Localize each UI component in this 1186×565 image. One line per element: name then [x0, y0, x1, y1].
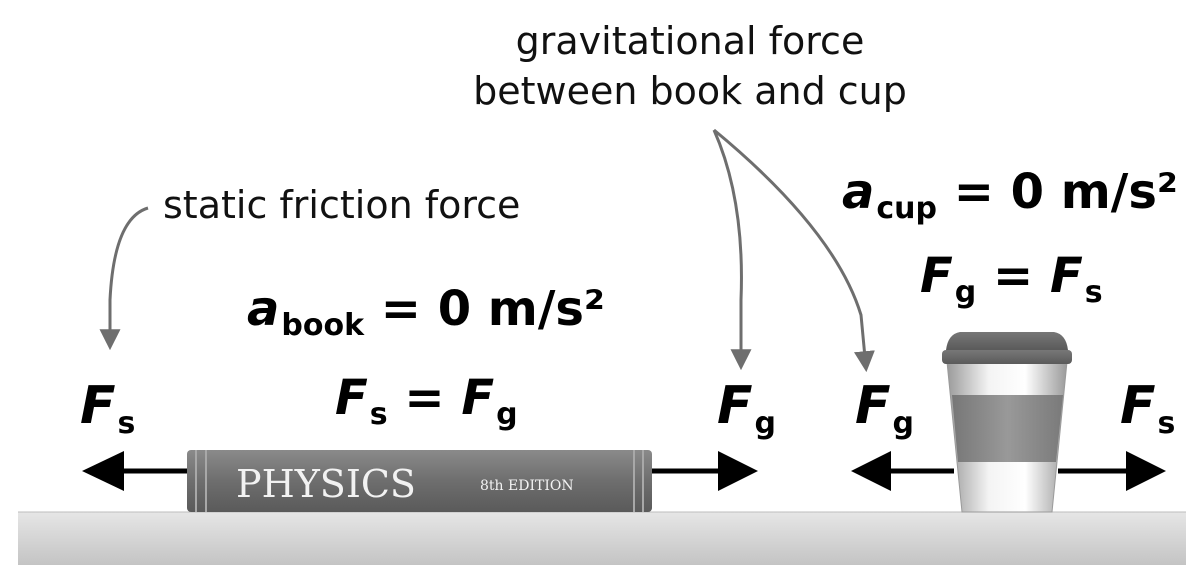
book-balance-left-sub: s	[369, 397, 388, 432]
cup-left-force-arrow	[851, 451, 954, 491]
book-right-force-sub: g	[754, 406, 777, 441]
cup-balance-right-sub: s	[1084, 275, 1103, 310]
cup-left-force-label: Fg	[855, 380, 914, 439]
gravity-annotation-line1: gravitational force	[515, 19, 865, 63]
book-accel-symbol: a	[247, 281, 280, 337]
physics-book: PHYSICS 8th EDITION	[187, 450, 652, 512]
book-balance-op: =	[404, 370, 445, 426]
book-right-force-symbol: F	[717, 376, 753, 436]
cup-force-balance: Fg = Fs	[920, 252, 1103, 308]
cup-right-force-sub: s	[1157, 406, 1176, 441]
gravity-pointer-arrow-book	[712, 129, 752, 371]
book-accel-sub: book	[281, 308, 365, 343]
cup-acceleration: acup = 0 m/s²	[842, 168, 1178, 224]
friction-annotation: static friction force	[163, 183, 521, 227]
cup-balance-right: F	[1049, 248, 1083, 304]
book-accel-rhs: = 0 m/s²	[380, 281, 605, 337]
gravity-pointer-arrow-cup	[713, 128, 875, 373]
gravity-annotation-line2: between book and cup	[473, 69, 907, 113]
cup-left-force-symbol: F	[855, 376, 891, 436]
coffee-cup	[942, 332, 1072, 513]
table-surface	[18, 512, 1186, 565]
cup-accel-sub: cup	[876, 191, 938, 226]
book-right-force-arrow	[652, 451, 758, 491]
cup-accel-symbol: a	[842, 164, 875, 220]
cup-accel-rhs: = 0 m/s²	[953, 164, 1178, 220]
book-balance-left: F	[335, 370, 368, 426]
book-left-force-label: Fs	[80, 380, 135, 439]
book-balance-right-sub: g	[496, 397, 518, 432]
book-left-force-arrow	[82, 451, 187, 491]
book-left-force-symbol: F	[80, 376, 116, 436]
cup-balance-op: =	[993, 248, 1034, 304]
friction-pointer-arrow	[99, 206, 149, 351]
book-balance-right: F	[461, 370, 495, 426]
book-edition: 8th EDITION	[480, 478, 574, 494]
cup-balance-left: F	[920, 248, 953, 304]
gravity-annotation: gravitational force between book and cup	[440, 22, 940, 110]
book-left-force-sub: s	[117, 406, 136, 441]
book-title: PHYSICS	[236, 462, 416, 506]
cup-right-force-symbol: F	[1120, 376, 1156, 436]
book-acceleration: abook = 0 m/s²	[247, 285, 605, 341]
cup-right-force-arrow	[1058, 451, 1166, 491]
cup-left-force-sub: g	[892, 406, 915, 441]
book-right-force-label: Fg	[717, 380, 776, 439]
book-force-balance: Fs = Fg	[335, 374, 518, 430]
cup-balance-left-sub: g	[954, 275, 977, 310]
cup-right-force-label: Fs	[1120, 380, 1175, 439]
